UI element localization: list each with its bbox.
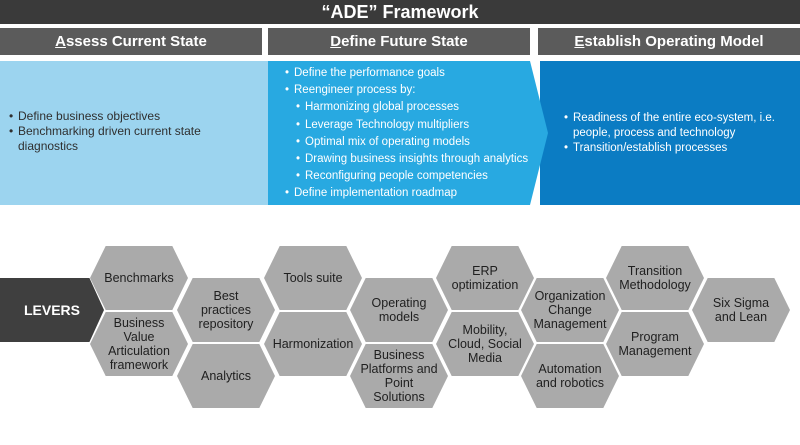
establish-header-rest: stablish Operating Model xyxy=(584,33,764,50)
assess-bullet: Benchmarking driven current state diagno… xyxy=(9,124,254,154)
define-header-initial: D xyxy=(330,33,342,50)
assess-header: Assess Current State xyxy=(0,28,262,55)
lever-hexagon: Organization Change Management xyxy=(521,278,619,342)
lever-label: Transition Methodology xyxy=(619,264,691,292)
define-header-rest: efine Future State xyxy=(341,33,468,50)
lever-label: Mobility, Cloud, Social Media xyxy=(448,323,522,365)
define-bullet: Reengineer process by: xyxy=(285,82,547,99)
lever-hexagon: ERP optimization xyxy=(436,246,534,310)
lever-hexagon: Six Sigma and Lean xyxy=(692,278,790,342)
lever-label: Automation and robotics xyxy=(535,362,605,390)
establish-header-initial: E xyxy=(574,33,585,50)
levers-label: LEVERS xyxy=(0,278,104,342)
lever-hexagon: Benchmarks xyxy=(90,246,188,310)
lever-hexagon: Mobility, Cloud, Social Media xyxy=(436,312,534,376)
lever-hexagon: Analytics xyxy=(177,344,275,408)
define-sub-bullet: Reconfiguring people competencies xyxy=(285,168,547,185)
assess-bullet: Define business objectives xyxy=(9,109,254,124)
define-sub-bullet: Leverage Technology multipliers xyxy=(285,117,547,134)
assess-header-rest: ssess Current State xyxy=(65,33,207,50)
assess-panel: Define business objectives Benchmarking … xyxy=(0,61,270,205)
lever-label: Program Management xyxy=(618,330,692,358)
lever-label: Operating models xyxy=(371,296,427,324)
define-sub-bullet: Optimal mix of operating models xyxy=(285,134,547,151)
lever-hexagon: Business Platforms and Point Solutions xyxy=(350,344,448,408)
lever-label: Harmonization xyxy=(272,337,354,351)
define-panel: Define the performance goals Reengineer … xyxy=(268,61,548,205)
define-sub-bullet: Harmonizing global processes xyxy=(285,99,547,116)
lever-hexagon: Best practices repository xyxy=(177,278,275,342)
lever-label: Tools suite xyxy=(283,271,343,285)
lever-hexagon: Tools suite xyxy=(264,246,362,310)
establish-panel: Readiness of the entire eco-system, i.e.… xyxy=(540,61,800,205)
lever-label: Six Sigma and Lean xyxy=(712,296,770,324)
define-sub-bullet: Drawing business insights through analyt… xyxy=(285,151,547,168)
lever-hexagon: Harmonization xyxy=(264,312,362,376)
assess-header-initial: A xyxy=(55,33,66,50)
lever-label: Benchmarks xyxy=(104,271,174,285)
establish-bullet: Transition/establish processes xyxy=(564,141,794,156)
define-bullet: Define implementation roadmap xyxy=(285,185,547,202)
lever-label: Best practices repository xyxy=(198,289,254,331)
define-header: Define Future State xyxy=(268,28,530,55)
establish-header: Establish Operating Model xyxy=(538,28,800,55)
lever-label: Business Value Articulation framework xyxy=(108,316,170,372)
lever-label: Organization Change Management xyxy=(533,289,607,331)
establish-bullet: Readiness of the entire eco-system, i.e.… xyxy=(564,111,794,141)
define-bullet: Define the performance goals xyxy=(285,65,547,82)
lever-hexagon: Operating models xyxy=(350,278,448,342)
lever-hexagon: Transition Methodology xyxy=(606,246,704,310)
lever-label: ERP optimization xyxy=(451,264,519,292)
lever-label: Business Platforms and Point Solutions xyxy=(360,348,438,404)
lever-hexagon: Business Value Articulation framework xyxy=(90,312,188,376)
lever-label: Analytics xyxy=(200,369,252,383)
lever-hexagon: Automation and robotics xyxy=(521,344,619,408)
framework-title: “ADE” Framework xyxy=(0,0,800,24)
lever-hexagon: Program Management xyxy=(606,312,704,376)
